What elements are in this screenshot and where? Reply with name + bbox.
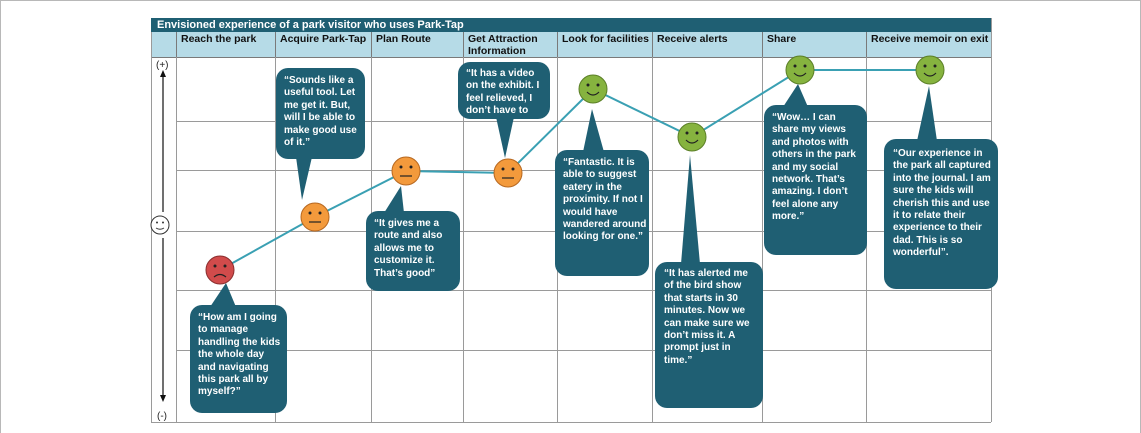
stage-header-facilities: Look for facilities	[557, 32, 652, 57]
neutral-face-icon	[391, 156, 421, 186]
speech-bubble-7	[764, 84, 867, 255]
happy-face-icon	[578, 74, 608, 104]
quote-share: “Wow… I can share my views and photos wi…	[772, 112, 856, 223]
happy-face-icon	[915, 55, 945, 85]
stage-header-alerts: Receive alerts	[652, 32, 762, 57]
stage-header-plan-route: Plan Route	[371, 32, 463, 57]
quote-plan-route: “It gives me a route and also allows me …	[374, 218, 443, 279]
emotion-curve	[219, 69, 930, 271]
diagram-title: Envisioned experience of a park visitor …	[151, 18, 991, 32]
axis-top-label: (+)	[156, 60, 169, 71]
quote-reach-park: “How am I going to manage handling the k…	[198, 312, 281, 398]
frame-left-border	[0, 0, 1, 433]
frame-top-border	[0, 0, 1141, 1]
grid-line	[762, 57, 763, 422]
quote-facilities: “Fantastic. It is able to suggest eatery…	[563, 157, 647, 243]
quote-acquire: “Sounds like a useful tool. Let me get i…	[284, 75, 357, 149]
speech-bubble-4	[458, 62, 550, 158]
vertical-axis	[160, 70, 166, 402]
grid-line	[463, 57, 464, 422]
grid-line	[176, 350, 991, 351]
grid-line	[652, 57, 653, 422]
neutral-face-icon	[493, 158, 523, 188]
happy-face-icon	[677, 122, 707, 152]
stage-header-reach-park: Reach the park	[176, 32, 275, 57]
stage-header-memoir: Receive memoir on exit	[866, 32, 991, 57]
axis-neutral-face-icon	[150, 215, 170, 235]
stage-header-acquire: Acquire Park-Tap	[275, 32, 371, 57]
happy-face-icon	[785, 55, 815, 85]
speech-bubble-1	[190, 283, 287, 413]
grid-line	[176, 57, 177, 422]
speech-bubble-5	[555, 109, 649, 276]
quote-memoir: “Our experience in the park all captured…	[893, 148, 991, 259]
speech-bubble-3	[366, 186, 460, 291]
grid-line	[151, 422, 991, 423]
stage-header-attraction-info: Get Attraction Information	[463, 32, 557, 57]
grid-line	[176, 121, 991, 122]
quote-alerts: “It has alerted me of the bird show that…	[664, 268, 750, 366]
speech-bubble-8	[884, 86, 998, 289]
neutral-face-icon	[300, 202, 330, 232]
stage-header-share: Share	[762, 32, 866, 57]
speech-bubble-6	[655, 155, 763, 408]
axis-bottom-label: (-)	[157, 411, 167, 422]
sad-face-icon	[205, 255, 235, 285]
stage-header-row: Reach the park Acquire Park-Tap Plan Rou…	[151, 32, 991, 58]
grid-line	[176, 290, 991, 291]
speech-bubble-2	[276, 68, 365, 200]
quote-attraction-info: “It has a video on the exhibit. I feel r…	[466, 68, 540, 117]
